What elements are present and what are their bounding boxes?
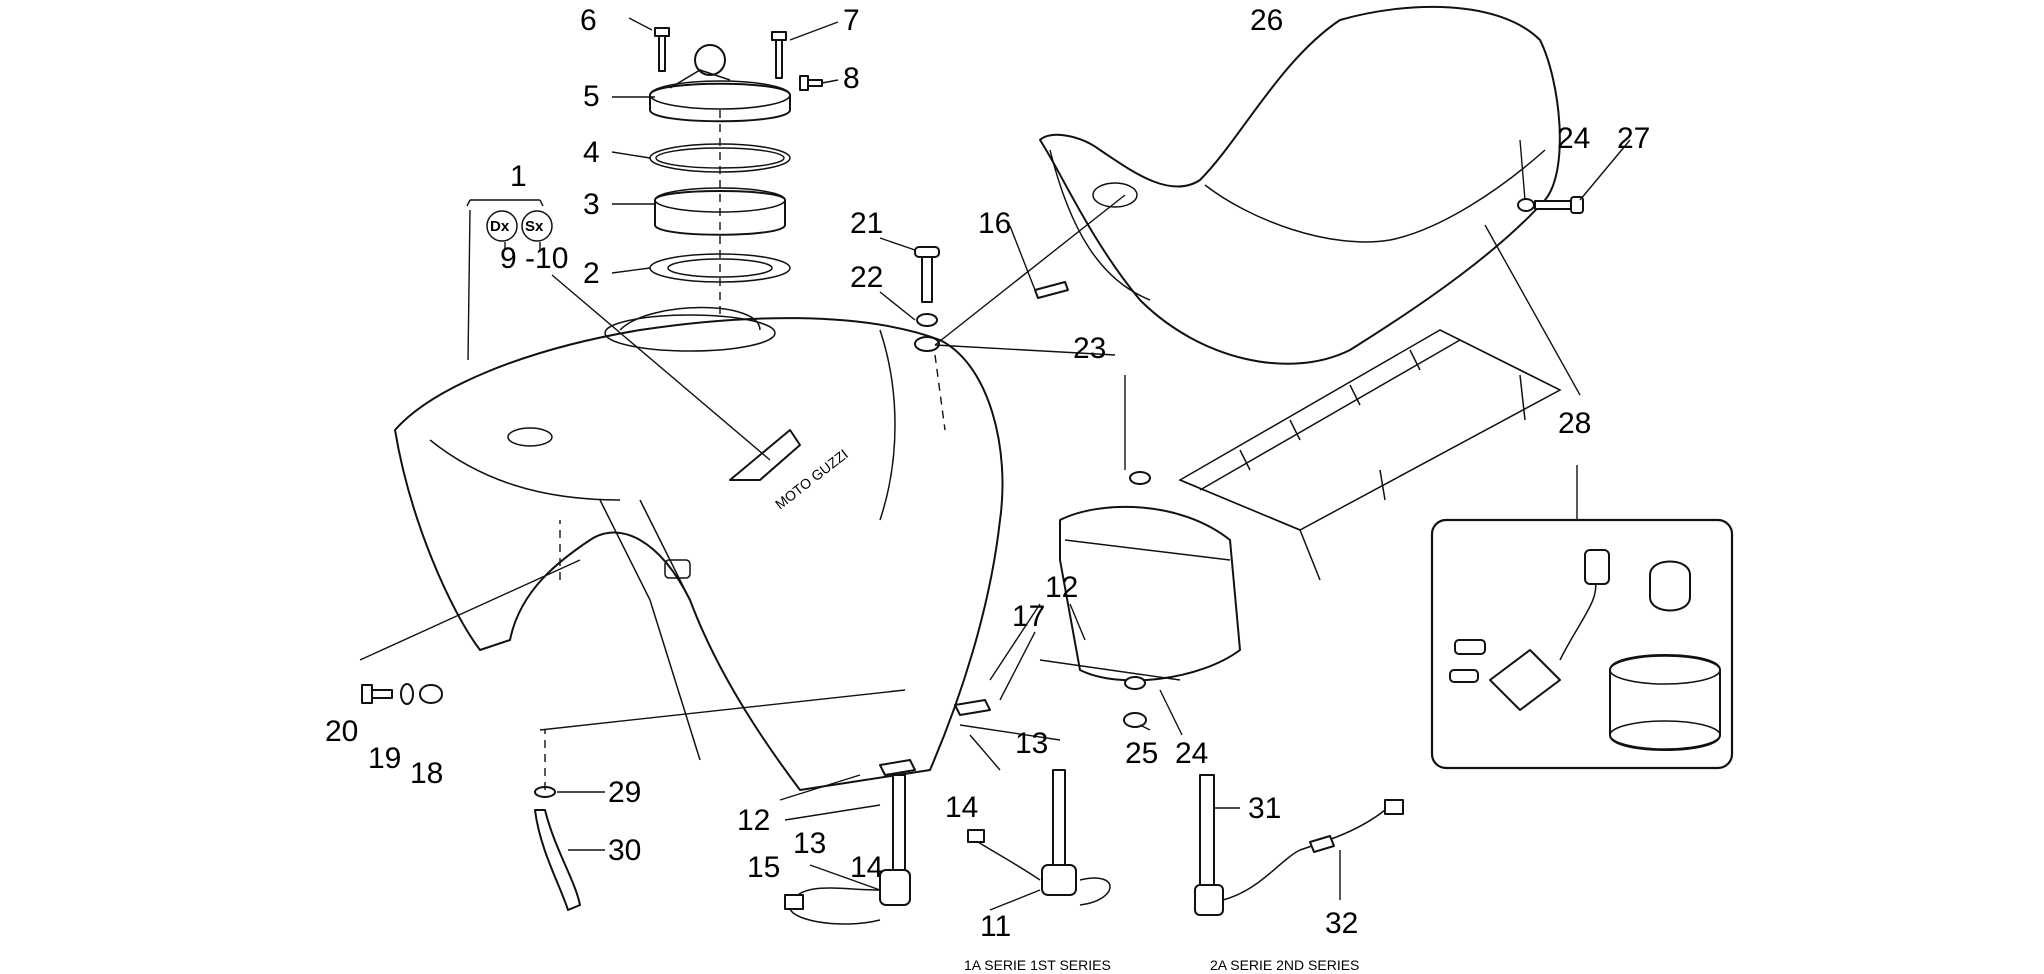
fuel-tap-1st-series (779, 759, 916, 925)
label-part-17: 17 (1012, 600, 1045, 633)
label-part-14-upper: 14 (945, 791, 978, 824)
fuel-tank: MOTO GUZZI (394, 306, 1004, 791)
label-part-6: 6 (580, 4, 597, 37)
mounting-bolt-set (359, 520, 581, 705)
label-part-3: 3 (583, 188, 600, 221)
label-part-8: 8 (843, 62, 860, 95)
fuel-tap-2nd-series (954, 699, 1111, 906)
label-part-1: 1 (510, 160, 527, 193)
filler-cap-assembly (649, 27, 823, 320)
caption-1st-series: 1A SERIE 1ST SERIES (964, 957, 1111, 973)
label-part-30: 30 (608, 834, 641, 867)
label-part-13-upper: 13 (1015, 727, 1048, 760)
seat-bolt (1484, 196, 1584, 396)
label-part-31: 31 (1248, 792, 1281, 825)
label-part-12-upper: 12 (1045, 571, 1078, 604)
label-part-9-10: 9 -10 (500, 242, 568, 275)
battery-tray-bracket (1039, 505, 1241, 728)
label-part-20: 20 (325, 715, 358, 748)
label-part-22: 22 (850, 261, 883, 294)
label-part-28: 28 (1558, 407, 1591, 440)
label-part-12-lower: 12 (737, 804, 770, 837)
label-part-26: 26 (1250, 4, 1283, 37)
seat-part (1039, 5, 1561, 365)
label-part-24-seat: 24 (1557, 122, 1590, 155)
label-part-15: 15 (747, 851, 780, 884)
caption-2nd-series: 2A SERIE 2ND SERIES (1210, 957, 1359, 973)
label-part-11: 11 (980, 910, 1011, 943)
label-part-23: 23 (1073, 332, 1106, 365)
label-part-29: 29 (608, 776, 641, 809)
fuel-level-sender (1194, 774, 1404, 916)
label-part-21: 21 (850, 207, 883, 240)
leader-lines (467, 17, 1631, 911)
lock-kit-inset (1430, 465, 1734, 770)
breather-hose (534, 689, 906, 911)
label-part-14-lower: 14 (850, 851, 883, 884)
label-part-2: 2 (583, 257, 600, 290)
badge-dx: Dx (490, 218, 510, 235)
label-part-32: 32 (1325, 907, 1358, 940)
label-part-18: 18 (410, 757, 443, 790)
label-part-16: 16 (978, 207, 1011, 240)
side-badges: Dx Sx (466, 199, 553, 250)
label-part-5: 5 (583, 80, 600, 113)
label-part-25: 25 (1125, 737, 1158, 770)
seat-frame (1178, 329, 1562, 581)
label-part-19: 19 (368, 742, 401, 775)
badge-sx: Sx (525, 218, 544, 235)
label-part-24-tray: 24 (1175, 737, 1208, 770)
label-part-7: 7 (843, 4, 860, 37)
label-part-13-lower: 13 (793, 827, 826, 860)
label-part-4: 4 (583, 136, 600, 169)
part-number-labels: 1 2 3 4 5 6 7 8 9 -10 11 12 12 13 13 14 … (325, 4, 1650, 943)
